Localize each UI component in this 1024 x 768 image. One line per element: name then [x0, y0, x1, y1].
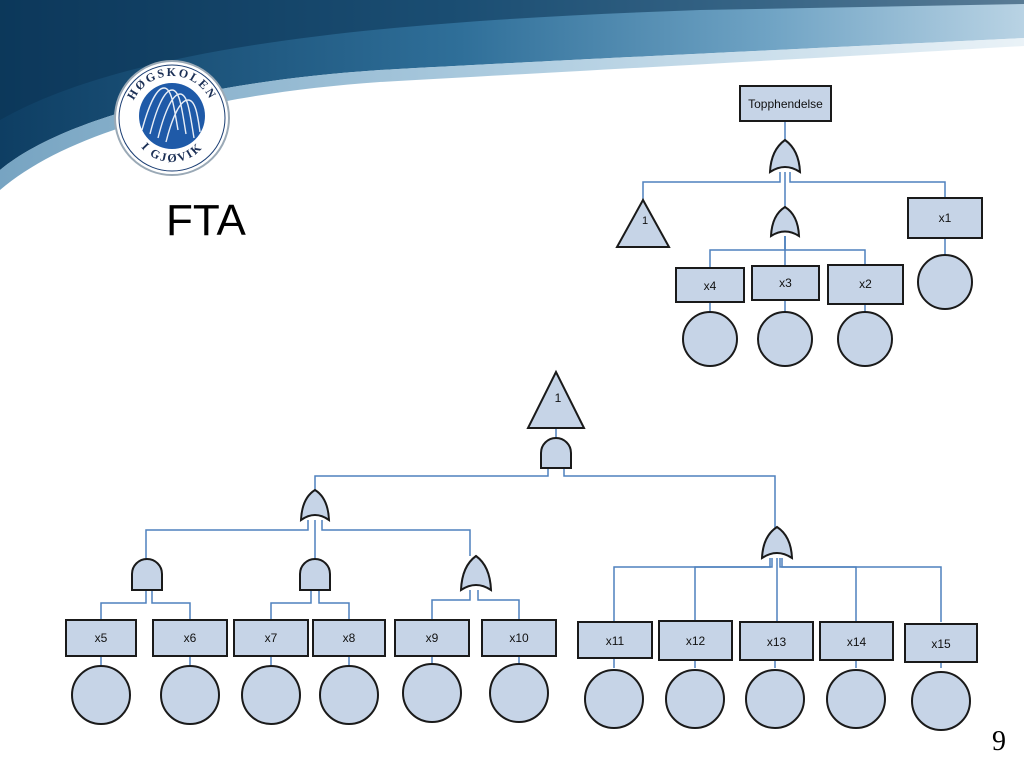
svg-text:x3: x3 — [779, 276, 792, 290]
basic-event-x15 — [911, 671, 971, 731]
basic-event-x11 — [584, 669, 644, 729]
connector-lines — [100, 121, 946, 668]
or-gate-top — [768, 138, 802, 174]
basic-event-x13 — [745, 669, 805, 729]
basic-event-x2 — [837, 311, 893, 367]
basic-event-x4 — [682, 311, 738, 367]
basic-event-x7 — [241, 665, 301, 725]
and-gate-b — [299, 558, 331, 591]
top-event-label: Topphendelse — [748, 97, 823, 111]
svg-text:x5: x5 — [95, 631, 108, 645]
basic-event-x12 — [665, 669, 725, 729]
event-box-x10: x10 — [481, 619, 557, 657]
basic-event-x9 — [402, 663, 462, 723]
svg-text:x6: x6 — [184, 631, 197, 645]
svg-text:x12: x12 — [686, 634, 706, 648]
transfer-triangle: 1 — [615, 197, 671, 248]
event-box-x3: x3 — [751, 265, 820, 301]
svg-text:x15: x15 — [931, 637, 951, 651]
event-box-x12: x12 — [658, 620, 733, 661]
event-box-x9: x9 — [394, 619, 470, 657]
event-box-x8: x8 — [312, 619, 386, 657]
or-gate-right — [760, 525, 794, 560]
svg-text:x13: x13 — [767, 635, 787, 649]
event-box-x14: x14 — [819, 621, 894, 661]
event-box-x2: x2 — [827, 264, 904, 305]
basic-event-x8 — [319, 665, 379, 725]
transfer-label: 1 — [642, 215, 648, 227]
svg-text:x8: x8 — [343, 631, 356, 645]
basic-event-x14 — [826, 669, 886, 729]
event-box-x1: x1 — [907, 197, 983, 239]
event-box-x5: x5 — [65, 619, 137, 657]
event-box-x6: x6 — [152, 619, 228, 657]
or-gate-c — [459, 554, 493, 592]
transfer-triangle-root: 1 — [526, 369, 586, 429]
slide-title: FTA — [166, 196, 246, 245]
event-box-x11: x11 — [577, 621, 653, 659]
basic-event-x10 — [489, 663, 549, 723]
svg-text:x14: x14 — [847, 635, 867, 649]
basic-event-x5 — [71, 665, 131, 725]
svg-text:x2: x2 — [859, 277, 872, 291]
svg-text:x10: x10 — [509, 631, 529, 645]
svg-text:x9: x9 — [426, 631, 439, 645]
or-gate-left — [299, 488, 331, 523]
svg-text:x7: x7 — [265, 631, 278, 645]
basic-event-x1 — [917, 254, 973, 310]
svg-text:x4: x4 — [704, 279, 717, 293]
svg-text:x11: x11 — [606, 634, 625, 648]
event-box-x13: x13 — [739, 621, 814, 661]
event-box-x15: x15 — [904, 623, 978, 663]
top-event-box: Topphendelse — [739, 85, 832, 122]
or-gate-middle — [769, 205, 801, 238]
basic-event-x6 — [160, 665, 220, 725]
event-box-x7: x7 — [233, 619, 309, 657]
event-box-x4: x4 — [675, 267, 745, 303]
hig-logo: HØGSKOLEN I GJØVIK — [114, 60, 230, 176]
page-number: 9 — [992, 726, 1006, 757]
transfer-root-label: 1 — [555, 391, 562, 405]
and-gate-root — [540, 437, 572, 469]
svg-text:x1: x1 — [939, 211, 952, 225]
basic-event-x3 — [757, 311, 813, 367]
header-banner — [0, 0, 1024, 190]
and-gate-a — [131, 558, 163, 591]
